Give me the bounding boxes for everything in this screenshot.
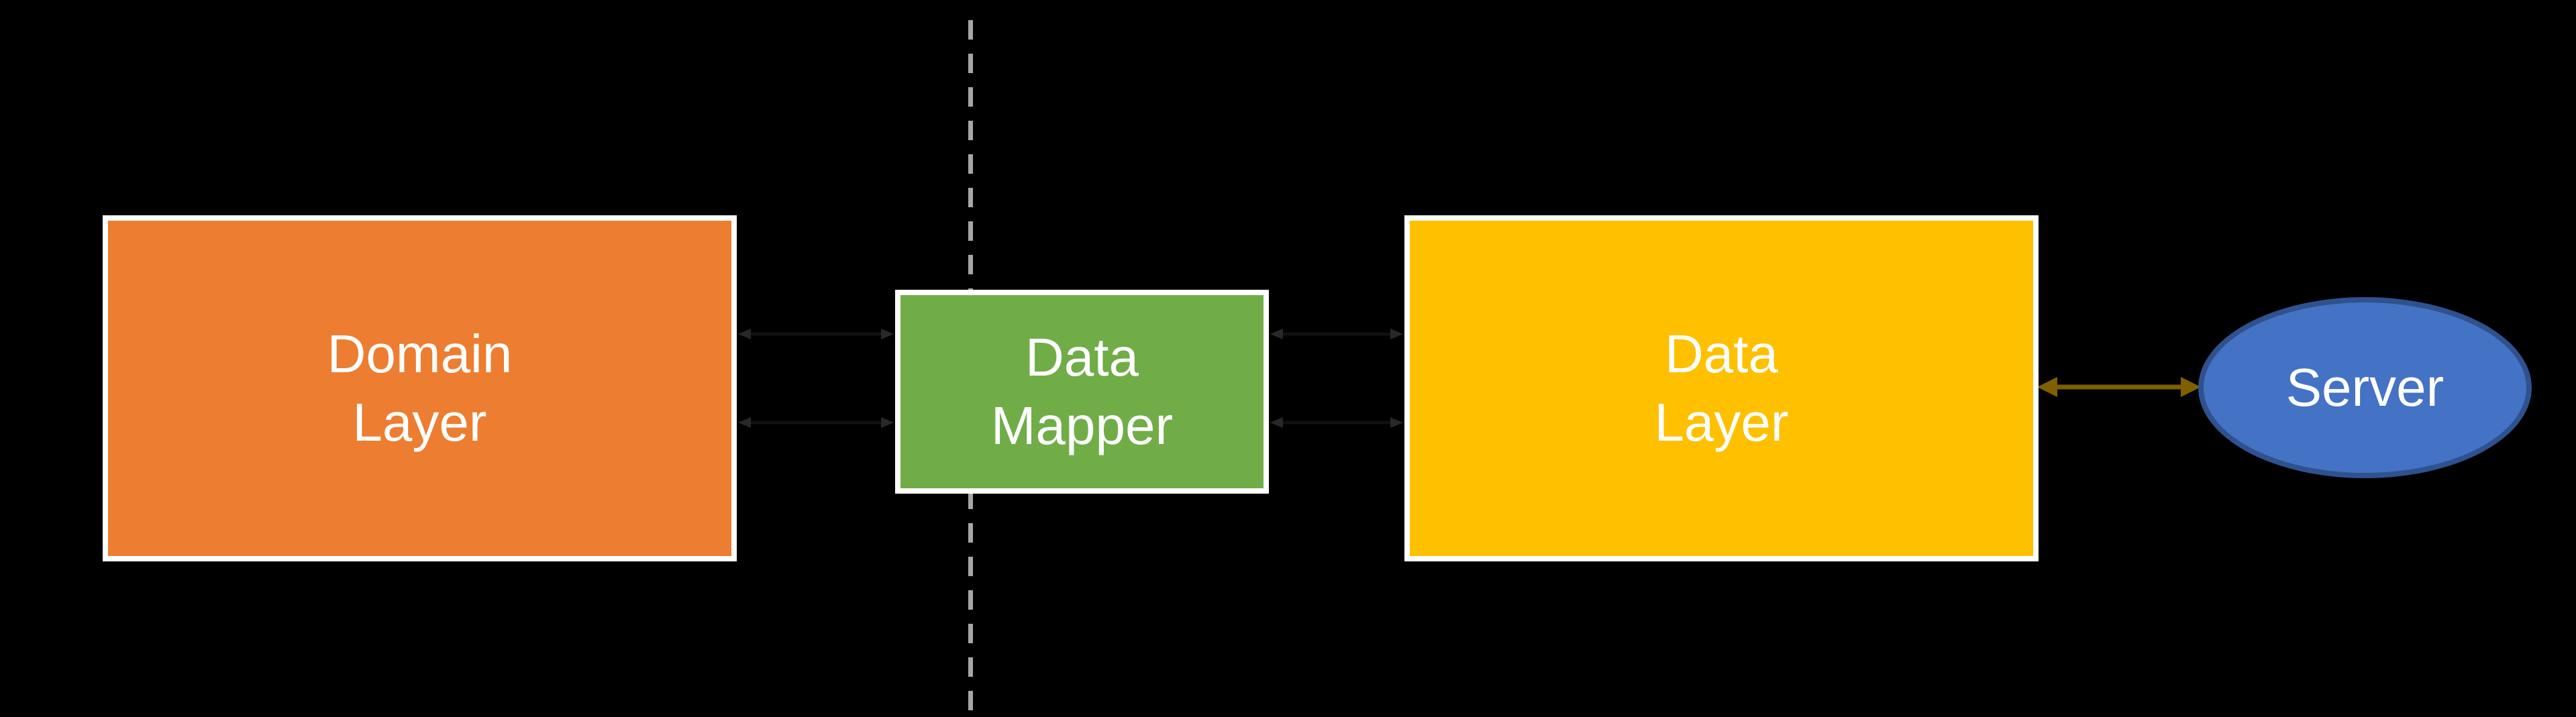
data-layer-label: Data Layer (1654, 323, 1789, 452)
mapper-data-arrow-lower (1270, 417, 1403, 428)
server-label: Server (2285, 357, 2444, 417)
mapper-data-arrow-upper (1270, 329, 1403, 339)
node-domain-layer: Domain Layer (103, 215, 737, 561)
domain-mapper-arrow-upper (738, 329, 894, 339)
data-server-arrow (2037, 377, 2201, 397)
domain-mapper-arrow-lower (738, 417, 894, 428)
node-data-layer: Data Layer (1404, 215, 2039, 561)
node-data-mapper: Data Mapper (895, 290, 1269, 494)
domain-layer-label: Domain Layer (327, 323, 513, 452)
node-server: Server (2198, 297, 2532, 478)
data-mapper-label: Data Mapper (990, 327, 1174, 455)
